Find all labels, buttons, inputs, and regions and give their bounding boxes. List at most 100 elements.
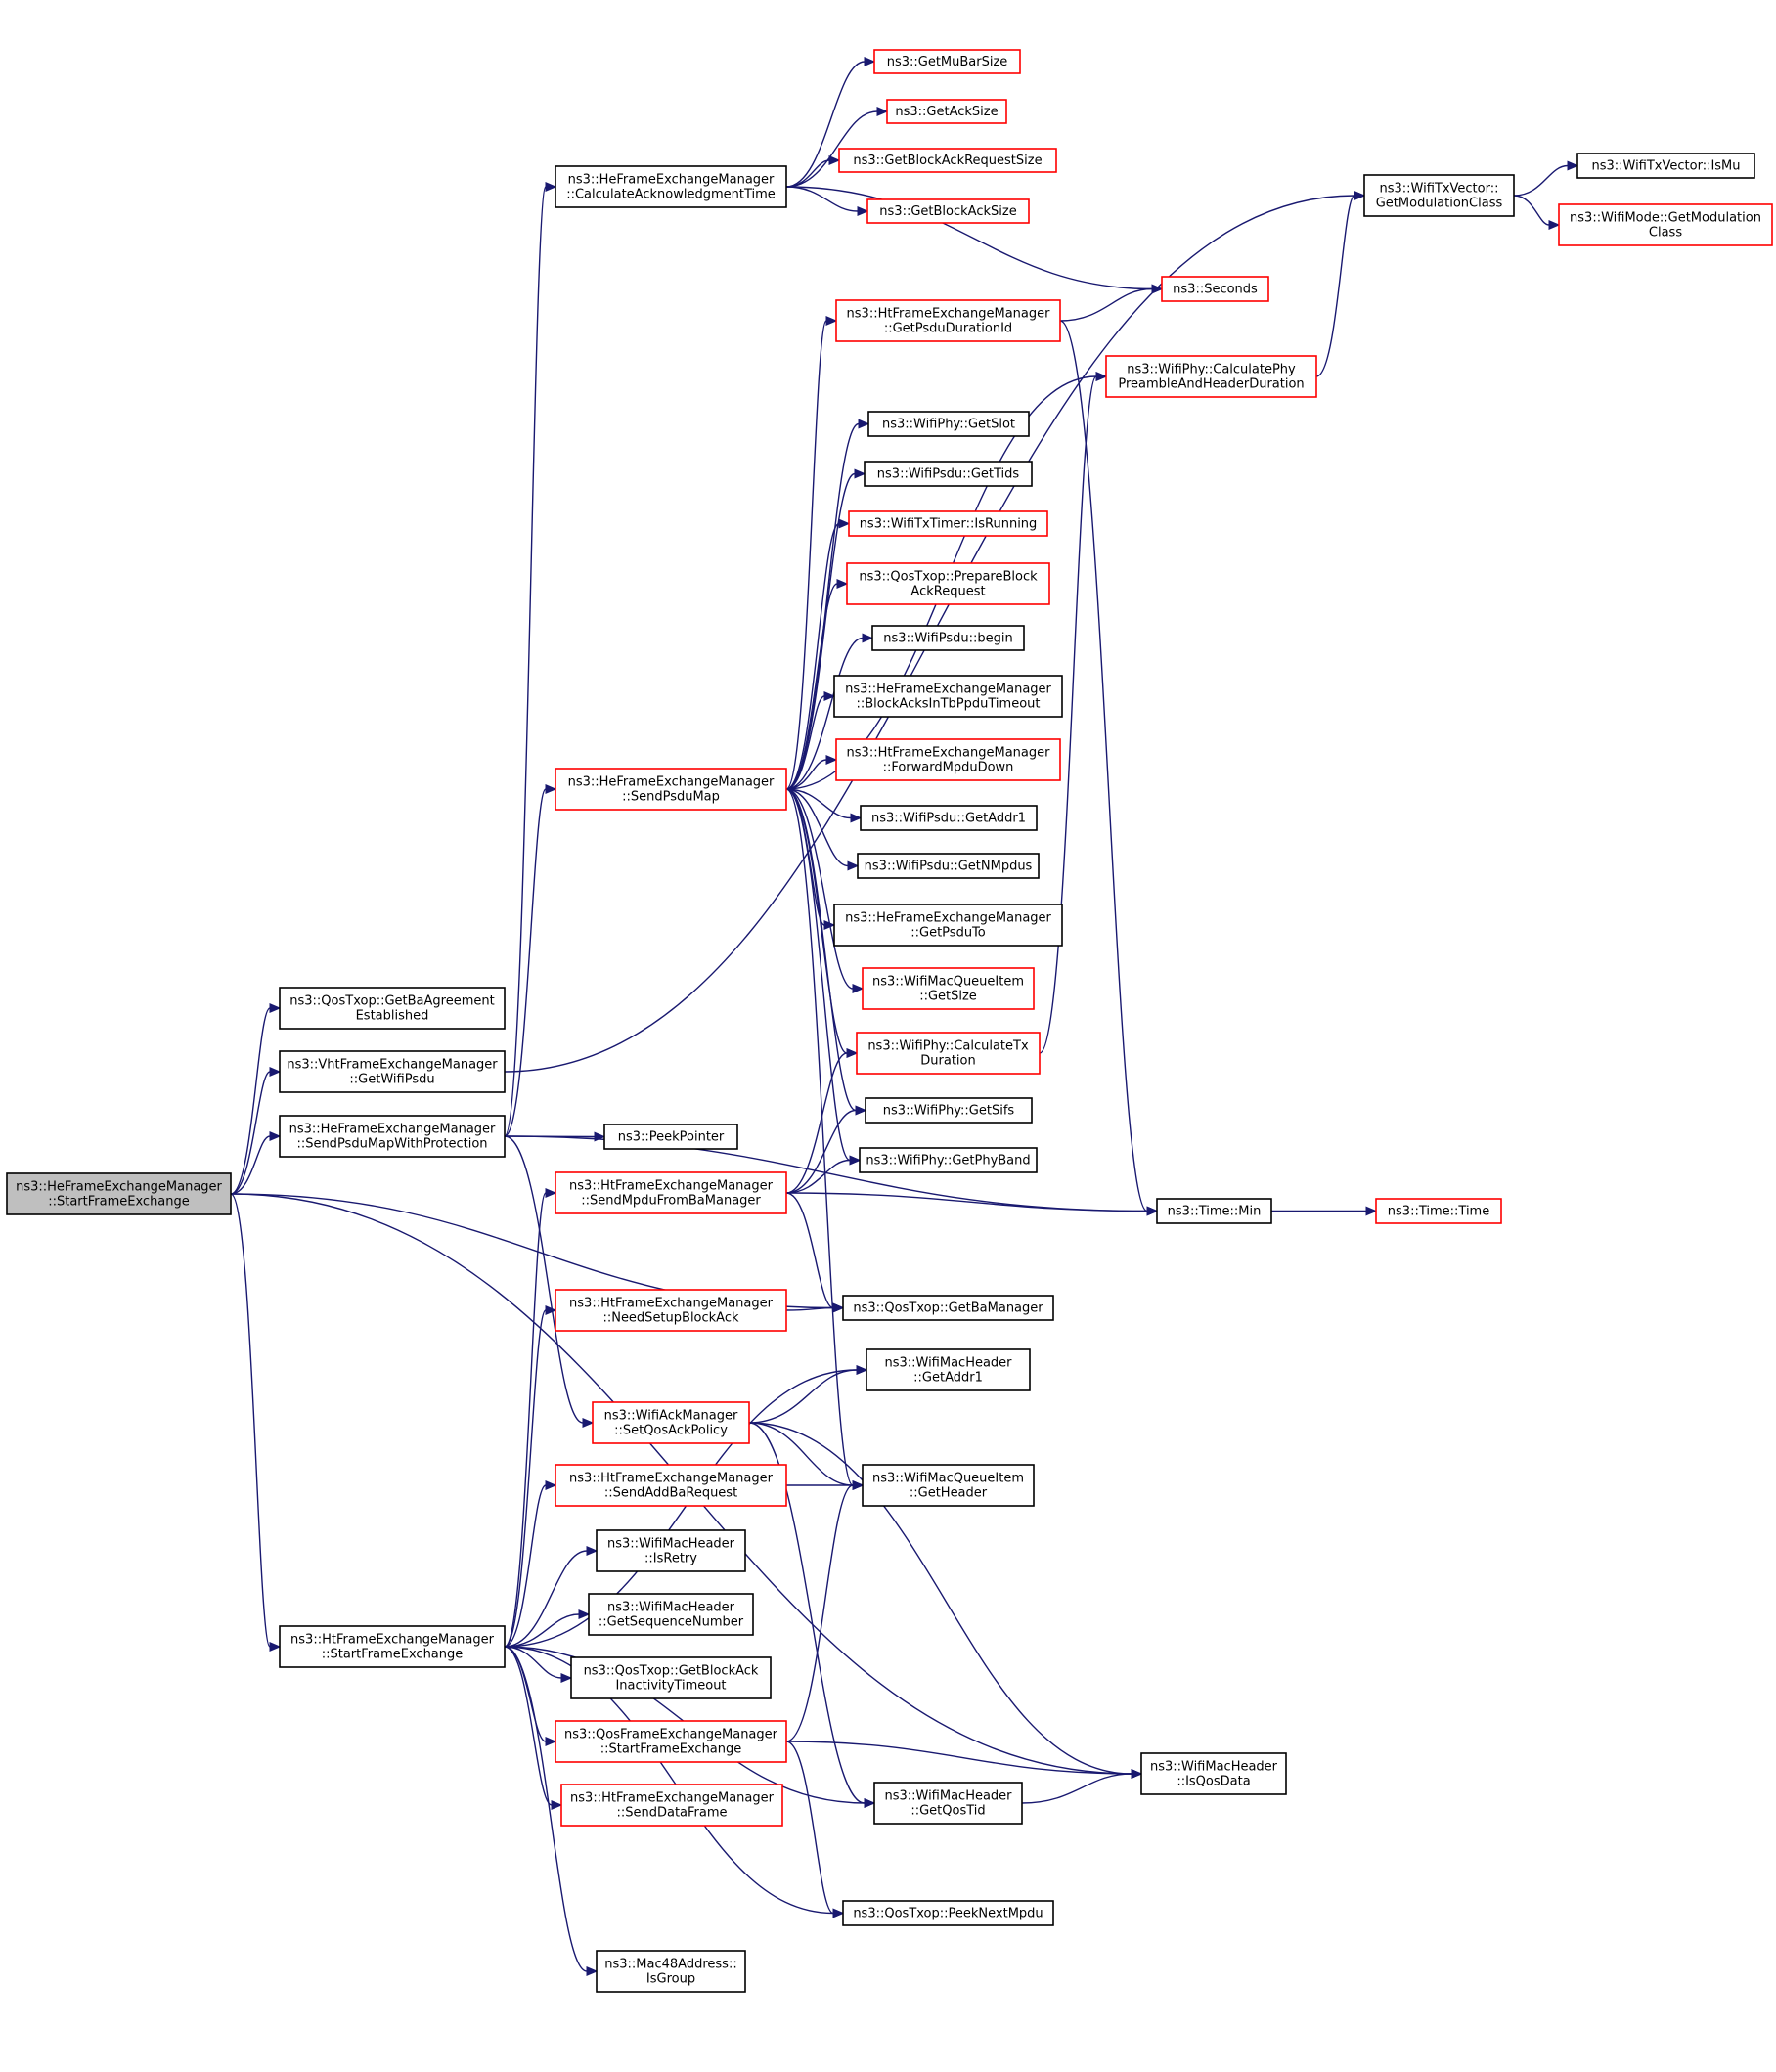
- node-calc-phy-pre[interactable]: ns3::WifiPhy::CalculatePhyPreambleAndHea…: [1105, 355, 1317, 398]
- edge-root-to-ht-start-frame: [230, 1193, 282, 1652]
- node-qi-size[interactable]: ns3::WifiMacQueueItem::GetSize: [862, 967, 1035, 1010]
- node-send-data[interactable]: ns3::HtFrameExchangeManager::SendDataFra…: [560, 1784, 783, 1827]
- node-calc-ack[interactable]: ns3::HeFrameExchangeManager::CalculateAc…: [555, 165, 787, 208]
- node-box: [592, 1401, 750, 1444]
- edge-line: [230, 1193, 271, 1648]
- edge-arrowhead: [856, 1365, 868, 1375]
- node-time-time[interactable]: ns3::Time::Time: [1375, 1198, 1502, 1224]
- edge-arrowhead: [849, 1155, 862, 1166]
- edge-line: [504, 1613, 580, 1648]
- node-psdu-addr1[interactable]: ns3::WifiPsdu::GetAddr1: [860, 805, 1038, 831]
- node-qos-start-frame[interactable]: ns3::QosFrameExchangeManager::StartFrame…: [555, 1720, 787, 1763]
- node-label-line: AckRequest: [910, 585, 985, 599]
- edge-root-to-send-psdu-map-prot: [230, 1131, 282, 1195]
- node-label-line: ::GetHeader: [910, 1486, 988, 1501]
- edge-root-to-vht-wifi-psdu: [230, 1067, 282, 1195]
- node-seconds[interactable]: ns3::Seconds: [1161, 276, 1269, 302]
- edge-arrowhead: [864, 1798, 876, 1808]
- node-box: [864, 461, 1033, 487]
- node-ba-tb-timeout[interactable]: ns3::HeFrameExchangeManager::BlockAcksIn…: [833, 675, 1063, 718]
- node-ack-size[interactable]: ns3::GetAckSize: [886, 99, 1007, 124]
- edge-arrowhead: [850, 813, 863, 823]
- node-is-group[interactable]: ns3::Mac48Address::IsGroup: [596, 1950, 746, 1993]
- node-send-psdu-map[interactable]: ns3::HeFrameExchangeManager::SendPsduMap: [555, 768, 787, 811]
- edge-send-psdu-map-to-n-mpdus: [785, 788, 860, 871]
- edge-arrowhead: [876, 107, 889, 116]
- node-label-line: ::GetPsduDurationId: [884, 322, 1012, 336]
- node-mu-bar[interactable]: ns3::GetMuBarSize: [873, 49, 1021, 74]
- node-label-line: ns3::WifiPhy::GetSifs: [883, 1104, 1015, 1119]
- node-ht-start-frame[interactable]: ns3::HtFrameExchangeManager::StartFrameE…: [279, 1625, 506, 1668]
- edge-arrowhead: [825, 755, 838, 765]
- node-box: [6, 1172, 232, 1215]
- node-get-qos-tid[interactable]: ns3::WifiMacHeader::GetQosTid: [873, 1782, 1023, 1825]
- edge-send-psdu-map-to-is-running: [785, 518, 851, 790]
- node-psdu-to[interactable]: ns3::HeFrameExchangeManager::GetPsduTo: [833, 904, 1063, 947]
- node-box: [279, 1115, 506, 1158]
- node-label-line: ns3::WifiAckManager: [604, 1409, 738, 1424]
- node-get-seq-num[interactable]: ns3::WifiMacHeader::GetSequenceNumber: [588, 1593, 754, 1636]
- node-set-qos-ack[interactable]: ns3::WifiAckManager::SetQosAckPolicy: [592, 1401, 750, 1444]
- node-get-ba-mgr[interactable]: ns3::QosTxop::GetBaManager: [842, 1295, 1054, 1321]
- edge-psdu-dur-to-seconds: [1059, 284, 1164, 322]
- node-ba-inact[interactable]: ns3::QosTxop::GetBlockAckInactivityTimeo…: [570, 1656, 772, 1699]
- node-get-slot[interactable]: ns3::WifiPhy::GetSlot: [867, 411, 1030, 437]
- node-box: [596, 1529, 746, 1572]
- node-label-line: ns3::HeFrameExchangeManager: [845, 911, 1051, 926]
- edge-line: [785, 1109, 857, 1194]
- node-begin[interactable]: ns3::WifiPsdu::begin: [871, 625, 1025, 651]
- node-get-tids[interactable]: ns3::WifiPsdu::GetTids: [864, 461, 1033, 487]
- edge-calc-ack-to-ack-size: [785, 107, 889, 188]
- edge-line: [785, 1484, 854, 1742]
- node-peek-next[interactable]: ns3::QosTxop::PeekNextMpdu: [842, 1900, 1054, 1926]
- node-label-line: ns3::WifiMacHeader: [1150, 1760, 1278, 1775]
- node-label-line: ::CalculateAcknowledgmentTime: [566, 188, 776, 202]
- node-is-mu[interactable]: ns3::WifiTxVector::IsMu: [1576, 153, 1755, 179]
- node-time-min[interactable]: ns3::Time::Min: [1156, 1198, 1272, 1224]
- node-fwd-mpdu[interactable]: ns3::HtFrameExchangeManager::ForwardMpdu…: [835, 738, 1061, 781]
- node-peek-pointer[interactable]: ns3::PeekPointer: [603, 1124, 738, 1150]
- node-label-line: ns3::HeFrameExchangeManager: [568, 775, 775, 790]
- node-box: [560, 1784, 783, 1827]
- node-mod-class[interactable]: ns3::WifiTxVector::GetModulationClass: [1363, 174, 1515, 217]
- node-box: [859, 1147, 1038, 1173]
- node-phy-band[interactable]: ns3::WifiPhy::GetPhyBand: [859, 1147, 1038, 1173]
- node-box: [279, 987, 506, 1030]
- node-need-setup[interactable]: ns3::HtFrameExchangeManager::NeedSetupBl…: [555, 1289, 787, 1332]
- node-box: [1576, 153, 1755, 179]
- node-bar-size[interactable]: ns3::GetBlockAckRequestSize: [838, 148, 1057, 173]
- edge-line: [785, 1741, 834, 1915]
- edge-arrowhead: [862, 633, 874, 643]
- node-root[interactable]: ns3::HeFrameExchangeManager::StartFrameE…: [6, 1172, 232, 1215]
- edge-calc-phy-pre-to-mod-class: [1315, 191, 1366, 377]
- node-is-qos-data[interactable]: ns3::WifiMacHeader::IsQosData: [1140, 1752, 1287, 1795]
- node-mode-mod-class[interactable]: ns3::WifiMode::GetModulationClass: [1558, 203, 1773, 246]
- edge-set-qos-ack-to-hdr-addr1: [748, 1365, 868, 1424]
- node-label-line: ns3::Time::Min: [1168, 1205, 1262, 1219]
- node-hdr-addr1[interactable]: ns3::WifiMacHeader::GetAddr1: [866, 1348, 1031, 1391]
- node-box: [1161, 276, 1269, 302]
- edge-arrowhead: [269, 1642, 282, 1652]
- edge-line: [785, 1052, 848, 1194]
- edge-line: [504, 1484, 547, 1648]
- node-n-mpdus[interactable]: ns3::WifiPsdu::GetNMpdus: [857, 853, 1040, 879]
- node-qi-header[interactable]: ns3::WifiMacQueueItem::GetHeader: [862, 1464, 1035, 1507]
- node-send-add-ba[interactable]: ns3::HtFrameExchangeManager::SendAddBaRe…: [555, 1464, 787, 1507]
- node-ba-size[interactable]: ns3::GetBlockAckSize: [866, 198, 1030, 224]
- node-is-retry[interactable]: ns3::WifiMacHeader::IsRetry: [596, 1529, 746, 1572]
- node-psdu-dur[interactable]: ns3::HtFrameExchangeManager::GetPsduDura…: [835, 299, 1061, 342]
- edge-line: [785, 61, 866, 188]
- edge-line: [748, 1369, 858, 1424]
- node-box: [279, 1625, 506, 1668]
- node-send-mpdu-ba[interactable]: ns3::HtFrameExchangeManager::SendMpduFro…: [555, 1171, 787, 1214]
- edge-arrowhead: [269, 1067, 282, 1077]
- node-get-sifs[interactable]: ns3::WifiPhy::GetSifs: [865, 1097, 1033, 1124]
- node-is-running[interactable]: ns3::WifiTxTimer::IsRunning: [848, 510, 1048, 537]
- node-send-psdu-map-prot[interactable]: ns3::HeFrameExchangeManager::SendPsduMap…: [279, 1115, 506, 1158]
- edge-send-mpdu-ba-to-get-sifs: [785, 1105, 867, 1194]
- node-vht-wifi-psdu[interactable]: ns3::VhtFrameExchangeManager::GetWifiPsd…: [279, 1050, 506, 1093]
- edge-arrowhead: [269, 1131, 282, 1141]
